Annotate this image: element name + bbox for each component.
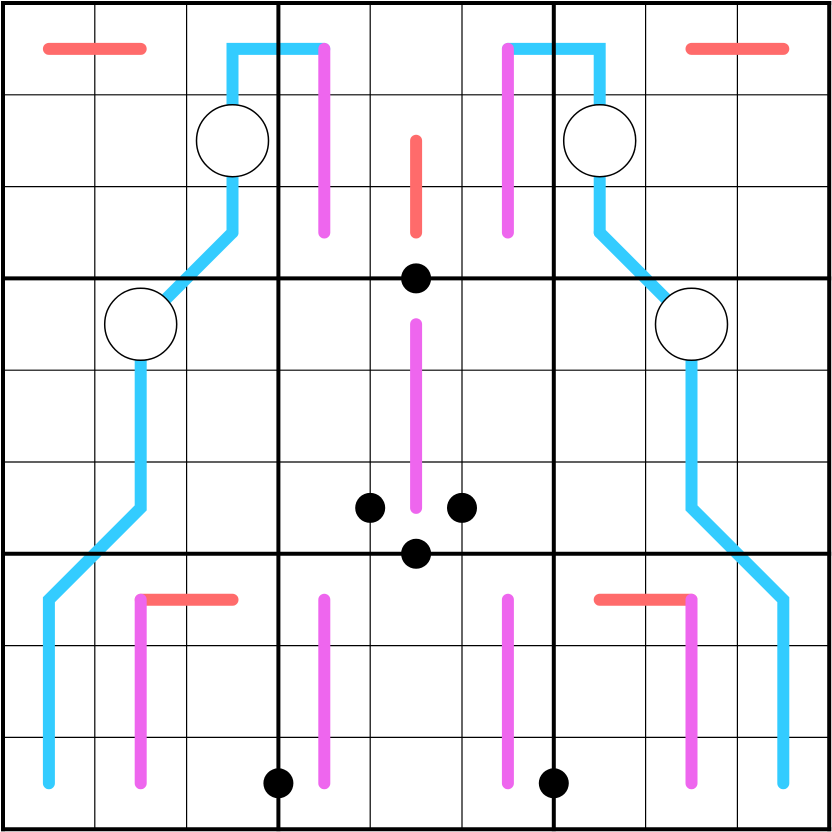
cell-r5c9[interactable] — [737, 370, 829, 462]
cell-r9c5[interactable] — [370, 737, 462, 829]
cell-r4c6[interactable] — [462, 278, 554, 370]
cell-r6c7[interactable] — [554, 462, 646, 554]
cell-r5c3[interactable] — [187, 370, 279, 462]
cell-r4c4[interactable] — [278, 278, 370, 370]
white-circle-dot — [103, 287, 178, 362]
cell-r3c2[interactable] — [95, 187, 187, 279]
cell-r6c1[interactable] — [3, 462, 95, 554]
white-circle-dot — [195, 103, 270, 178]
cell-r3c9[interactable] — [737, 187, 829, 279]
dot-clues — [103, 103, 729, 799]
cell-r3c8[interactable] — [646, 187, 738, 279]
white-circle-dot — [654, 287, 729, 362]
cell-r3c1[interactable] — [3, 187, 95, 279]
palindrome-lines — [134, 42, 698, 790]
cell-r5c6[interactable] — [462, 370, 554, 462]
black-kropki-dot — [401, 263, 432, 294]
cell-r8c7[interactable] — [554, 646, 646, 738]
cell-r4c9[interactable] — [737, 278, 829, 370]
renban-lines — [42, 42, 790, 606]
black-kropki-dot — [263, 768, 294, 799]
cell-r2c9[interactable] — [737, 95, 829, 187]
cell-r8c5[interactable] — [370, 646, 462, 738]
cell-r1c5[interactable] — [370, 3, 462, 95]
black-kropki-dot — [447, 492, 477, 523]
cell-r2c8[interactable] — [646, 95, 738, 187]
black-kropki-dot — [538, 768, 569, 799]
cell-r5c4[interactable] — [278, 370, 370, 462]
cell-r2c2[interactable] — [95, 95, 187, 187]
cell-r4c7[interactable] — [554, 278, 646, 370]
white-circle-dot — [562, 103, 637, 178]
cell-r8c3[interactable] — [187, 646, 279, 738]
cell-r4c1[interactable] — [3, 278, 95, 370]
black-kropki-dot — [401, 538, 432, 569]
cell-r4c3[interactable] — [187, 278, 279, 370]
cell-r5c7[interactable] — [554, 370, 646, 462]
cell-r2c1[interactable] — [3, 95, 95, 187]
black-kropki-dot — [355, 492, 386, 523]
cell-r5c1[interactable] — [3, 370, 95, 462]
cell-r6c9[interactable] — [737, 462, 829, 554]
cell-r6c3[interactable] — [187, 462, 279, 554]
